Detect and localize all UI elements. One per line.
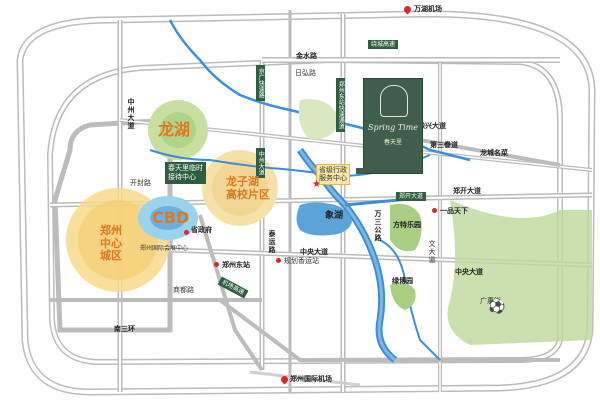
road-label-rihong: 日弘路 [295, 69, 316, 77]
expo-label: 郑州国际会展中心 [140, 245, 189, 252]
road-tag-zhengkai: 郑开大道 [396, 192, 427, 202]
zhengzhou-east-dot [214, 262, 219, 267]
guihua-station-dot [276, 258, 281, 263]
star-marker-icon: ★ [312, 179, 321, 190]
lvbo-park [390, 282, 416, 310]
road-label-zhengkai: 郑开大道 [453, 187, 481, 195]
road-tag-zhengdong: 郑州东站快速通道 [336, 78, 346, 132]
yipin-dot [432, 208, 437, 213]
district-xianghu: 象湖 [325, 211, 344, 221]
lvbo-label: 绿博园 [392, 277, 413, 285]
road-label-longcheng: 龙城名菜 [480, 149, 508, 157]
road-label-zhongyang: 中央大道 [300, 248, 328, 256]
road-label-wanshan: 万三公路 [374, 210, 382, 242]
road-tag-jingguang: 京广快速路 [256, 65, 266, 101]
road-label-zhongzhou: 中州大道 [127, 98, 135, 130]
road-tag-ring: 绕城高速 [368, 40, 399, 50]
guihua-station-label: 规划香运站 [284, 257, 319, 265]
road-label-dong: 开封路 [130, 179, 151, 187]
district-cbd: CBD [152, 208, 190, 227]
xianghu-lake [296, 202, 352, 236]
project-location-marker [356, 168, 366, 174]
road-label-north: 金水路 [296, 52, 317, 60]
city-ring-road [52, 117, 173, 333]
road-label-guangzhou: 广惠街 [480, 297, 501, 305]
fantewang-park [390, 203, 422, 252]
road-label-nansan: 南三环 [114, 325, 135, 333]
tree-emblem-icon [380, 85, 408, 117]
airport-bottom-label: 郑州国际机场 [290, 375, 332, 383]
zhengzhou-east-label: 郑州东站 [222, 261, 250, 269]
district-zhengzhou-center: 郑州 中心 城区 [100, 224, 122, 263]
spring-time-project-logo[interactable]: Spring Time 春天里 [363, 78, 423, 174]
logo-chinese: 春天里 [383, 140, 402, 146]
road-label-jiaojiang: 泰运路 [268, 230, 276, 254]
soccer-player-icon: ⚽ [488, 299, 506, 315]
spring-reception-center[interactable]: 春天里临时 接待中心 [165, 162, 206, 185]
road-label-zhongyang-east: 中央大道 [455, 268, 483, 276]
district-longhu: 龙湖 [158, 120, 191, 139]
road-tag-sanjiao: 中州大道 [256, 148, 266, 178]
road-label-wen: 文大道 [428, 240, 436, 264]
yipin-label: 一品天下 [440, 207, 468, 215]
east-park [447, 200, 592, 345]
provincial-gov-dot [184, 230, 189, 235]
airport-top-label: 万湖机场 [414, 5, 442, 13]
logo-english: Spring Time [367, 123, 418, 132]
fantewang-label: 方特乐园 [393, 221, 421, 229]
road-label-yuxing: 豫兴大道 [418, 122, 446, 130]
provincial-gov-label: 省政府 [191, 226, 212, 234]
road-label-shangdu: 商都路 [173, 286, 194, 294]
district-longzihu: 龙子湖 高校片区 [226, 175, 270, 202]
provincial-service-center[interactable]: 省级行政 服务中心 [316, 164, 350, 185]
road-label-third: 第三眷道 [430, 141, 458, 149]
